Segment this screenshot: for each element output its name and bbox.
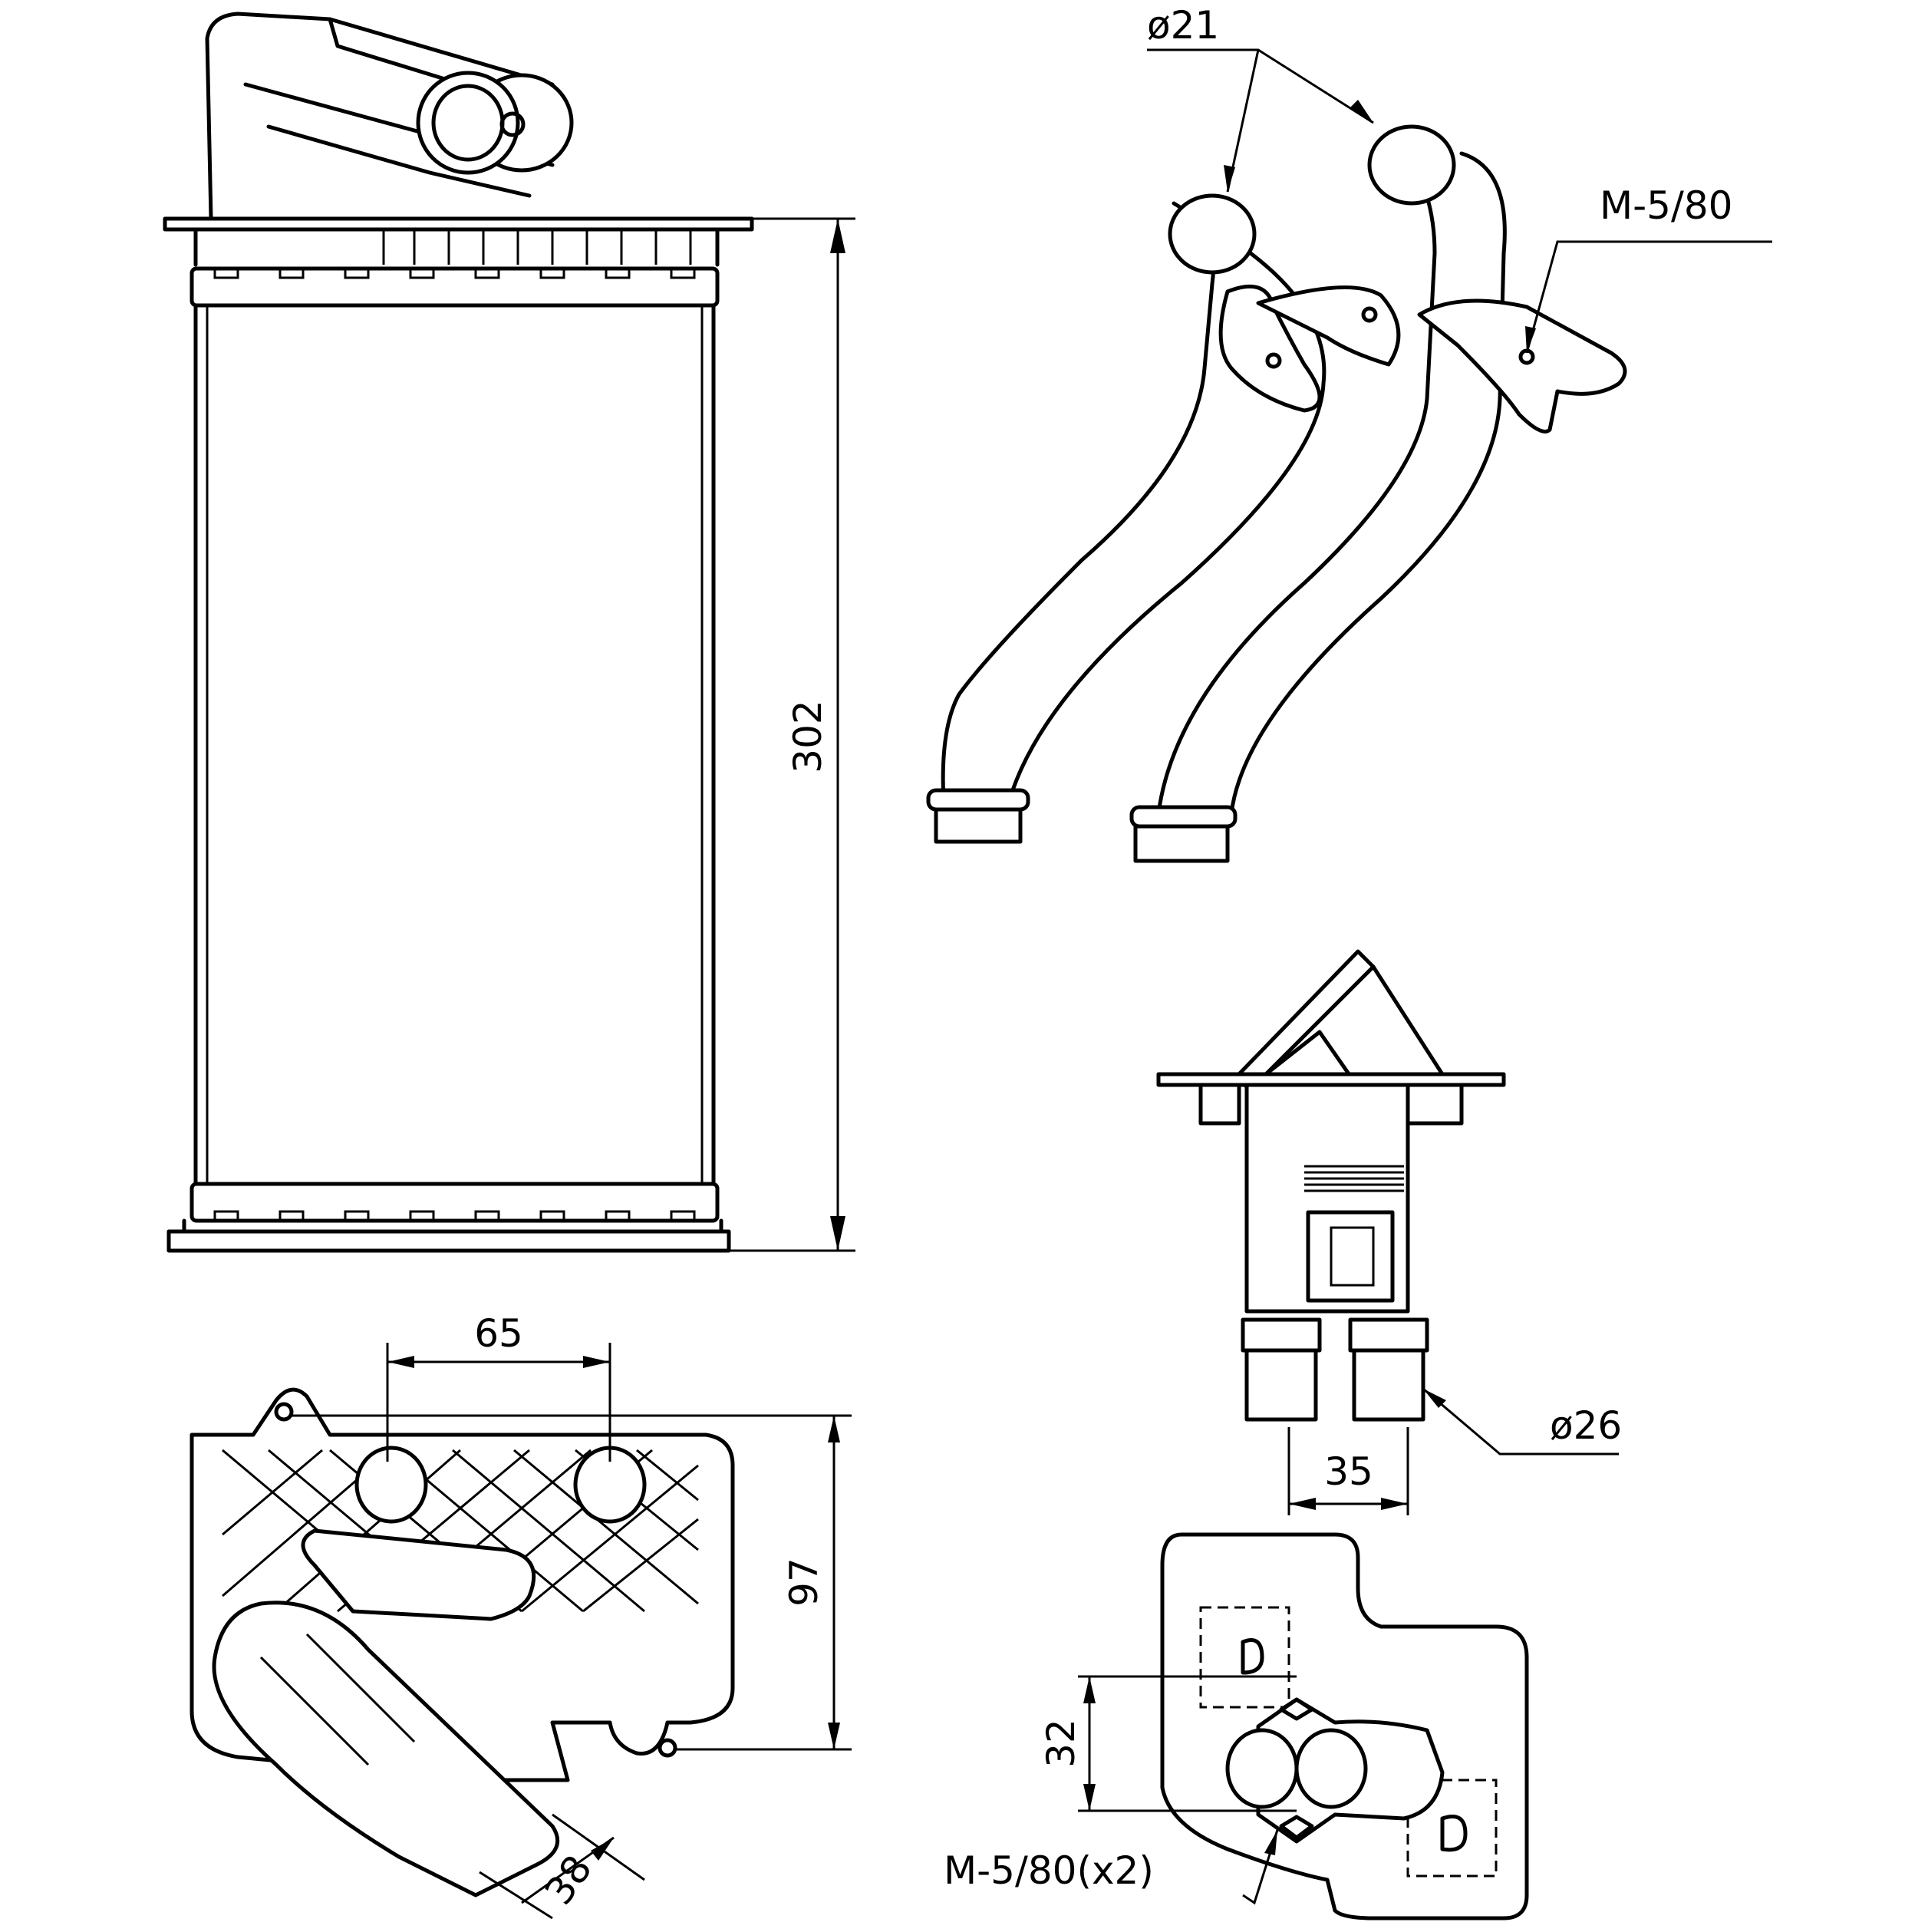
dim-32-label: 32: [1039, 1719, 1083, 1768]
bottom-view: 65 97 38: [190, 1311, 852, 1920]
front-view: [163, 12, 754, 1253]
dim-302-label: 302: [786, 700, 830, 773]
side-view: 35 ø26: [1156, 949, 1622, 1515]
label-thread-spec: M-5/80: [1600, 183, 1732, 228]
pipes-view: ø21 M-5/80: [926, 3, 1772, 863]
label-pipe-diameter-small: ø21: [1147, 3, 1219, 48]
top-fins: [382, 230, 692, 265]
label-pipe-diameter-large: ø26: [1550, 1403, 1622, 1448]
dim-97-label: 97: [782, 1558, 826, 1607]
dim-65-label: 65: [474, 1311, 523, 1356]
flange-view: 32 M-5/80(x2): [944, 1532, 1529, 1920]
dimension-height: 302: [729, 217, 855, 1252]
dim-35-label: 35: [1324, 1449, 1373, 1494]
label-thread-spec-x2: M-5/80(x2): [944, 1848, 1154, 1893]
